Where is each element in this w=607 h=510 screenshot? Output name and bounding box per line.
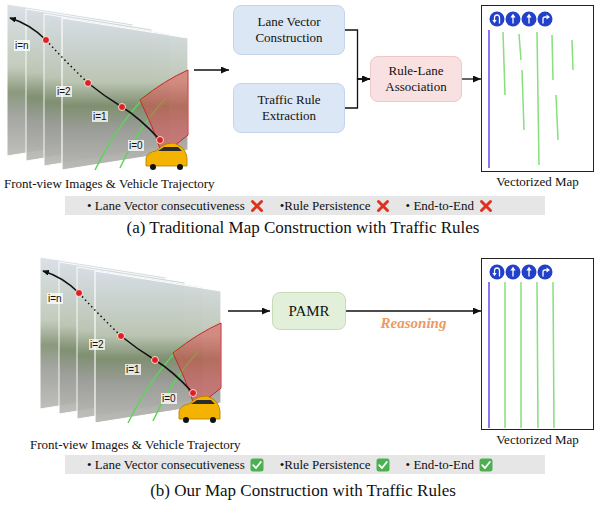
frame-index: i=1 [125, 364, 141, 375]
flow-arrow [345, 79, 370, 108]
vector-map-b [489, 265, 554, 429]
process-box: Rule-Lane Association [370, 56, 462, 102]
cross-icon [250, 199, 264, 213]
frame-index: i=1 [92, 111, 108, 122]
process-box: Lane Vector Construction [233, 5, 345, 55]
property-text: • End-to-End [406, 196, 474, 215]
subfigure-caption: (b) Our Map Construction with Traffic Ru… [150, 481, 456, 501]
node-text: Rule-Lane Association [377, 63, 455, 94]
edge-label: Reasoning [379, 315, 449, 332]
node-text: PAMR [288, 302, 329, 320]
frame-index: i=n [14, 40, 30, 51]
vector-map-a [489, 12, 573, 169]
property-text: • Lane Vector consecutiveness [87, 196, 245, 215]
frame-index: i=n [47, 293, 63, 304]
input-arrow [228, 310, 270, 311]
node-text: Vectorized Map [496, 174, 579, 190]
front-view-images-a [7, 4, 188, 170]
map-frame: Vectorized Map [481, 5, 594, 172]
property-text: •Rule Persistence [280, 455, 371, 474]
model-box: PAMR [272, 292, 346, 330]
check-icon [250, 458, 264, 472]
process-box: Traffic Rule Extraction [233, 83, 345, 133]
property-text: •Rule Persistence [280, 196, 371, 215]
node-text: Lane Vector Construction [240, 14, 338, 45]
flow-arrow [462, 78, 481, 79]
node-text: Traffic Rule Extraction [240, 92, 338, 123]
image-caption: Front-view Images & Vehicle Trajectory [30, 437, 241, 452]
frame-index: i=2 [89, 339, 105, 350]
property-text: • End-to-End [406, 455, 474, 474]
property-text: • Lane Vector consecutiveness [87, 455, 245, 474]
flow-arrow [346, 310, 481, 311]
subfigure-caption: (a) Traditional Map Construction with Tr… [127, 218, 480, 238]
frame-index: i=0 [128, 140, 144, 151]
frame-index: i=0 [161, 393, 177, 404]
frame-index: i=2 [56, 86, 72, 97]
check-icon [376, 458, 390, 472]
flow-arrow [345, 30, 370, 79]
cross-icon [479, 199, 493, 213]
input-arrow [194, 69, 229, 70]
image-caption: Front-view Images & Vehicle Trajectory [4, 176, 215, 191]
map-frame: Vectorized Map [481, 258, 594, 430]
check-icon [479, 458, 493, 472]
front-view-images-b [40, 257, 221, 423]
node-text: Vectorized Map [496, 432, 579, 448]
cross-icon [376, 199, 390, 213]
